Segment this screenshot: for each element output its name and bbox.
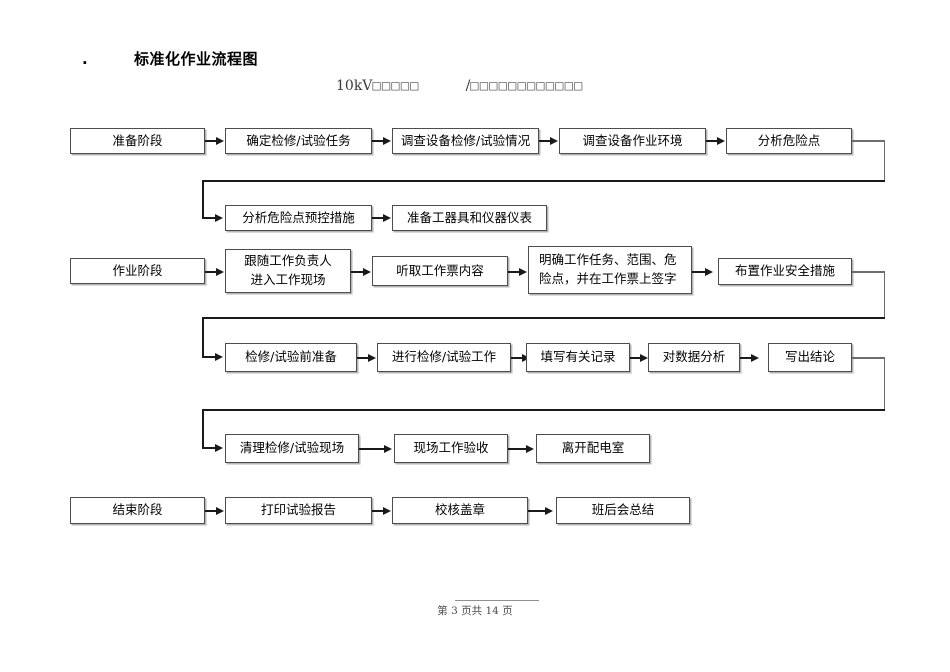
footer-divider [455,600,539,601]
wrap-connector-1-out [852,140,885,142]
flow-node-determine-task[interactable]: 确定检修/试验任务 [225,128,372,154]
wrap-connector-3-back [202,409,885,411]
connector-n6-n7 [372,217,384,219]
arrowhead-n8-n9 [216,267,224,276]
flow-node-analyze-data[interactable]: 对数据分析 [648,343,740,372]
arrowhead-n1-n2 [216,136,224,145]
wrap-connector-2-back [202,317,885,319]
subtitle-boxes-2: □□□□□□□□□□□□ [470,78,584,94]
arrowhead-n16-n17 [751,353,759,362]
flow-node-survey-maintenance-status[interactable]: 调查设备检修/试验情况 [392,128,539,154]
flow-node-stage-closing[interactable]: 结束阶段 [70,497,205,524]
flow-node-perform-maintenance[interactable]: 进行检修/试验工作 [377,343,511,372]
arrowhead-wrap-1 [215,213,223,222]
arrowhead-wrap-3 [215,443,223,452]
arrowhead-n19-n20 [526,444,534,453]
wrap-connector-1-back [202,180,885,182]
connector-n16-n17 [740,357,752,359]
arrowhead-n4-n5 [717,136,725,145]
arrowhead-n3-n4 [550,136,558,145]
flow-node-clean-worksite[interactable]: 清理检修/试验现场 [225,434,359,463]
title-bullet: . [82,50,89,68]
wrap-connector-3-down [883,357,886,410]
wrap-connector-2-down [883,271,886,318]
flow-node-follow-supervisor-to-site[interactable]: 跟随工作负责人 进入工作现场 [225,249,351,293]
arrowhead-n22-n23 [383,506,391,515]
arrowhead-n2-n3 [383,136,391,145]
arrowhead-n10-n11 [519,267,527,276]
wrap-connector-3-in [202,447,216,449]
flow-node-arrange-safety-measures[interactable]: 布置作业安全措施 [718,258,852,285]
arrowhead-n13-n14 [368,353,376,362]
arrowhead-n15-n16 [640,353,648,362]
connector-n15-n16 [630,357,641,359]
arrowhead-n9-n10 [363,267,371,276]
flow-node-hazard-control-measures[interactable]: 分析危险点预控措施 [225,205,372,231]
subtitle-prefix: 10kV [336,78,373,94]
connector-n11-n12 [692,271,706,273]
arrowhead-n18-n19 [384,444,392,453]
flow-node-listen-work-ticket[interactable]: 听取工作票内容 [372,256,508,286]
wrap-connector-3-drop [202,409,204,448]
wrap-connector-3-out [852,357,885,359]
flow-node-pre-maintenance-preparation[interactable]: 检修/试验前准备 [225,343,357,372]
wrap-connector-2-drop [202,317,204,357]
arrowhead-n6-n7 [383,213,391,222]
connector-n22-n23 [372,510,384,512]
connector-n2-n3 [372,140,384,142]
arrowhead-n23-n24 [545,506,553,515]
flow-node-stage-preparation[interactable]: 准备阶段 [70,128,205,154]
wrap-connector-1-in [202,217,216,219]
flow-node-survey-work-environment[interactable]: 调查设备作业环境 [559,128,706,154]
connector-n13-n14 [357,357,369,359]
subtitle-boxes-1: □□□□□ [372,78,420,94]
page-title: . 标准化作业流程图 [82,48,258,69]
connector-n9-n10 [351,271,364,273]
page-footer: 第 3 页共 14 页 [437,605,513,617]
arrowhead-n11-n12 [705,267,713,276]
connector-n18-n19 [359,448,384,450]
arrowhead-n21-n22 [216,506,224,515]
connector-n23-n24 [528,510,546,512]
connector-n19-n20 [508,448,527,450]
title-text: 标准化作业流程图 [134,50,259,68]
connector-n21-n22 [205,510,217,512]
flow-node-fill-records[interactable]: 填写有关记录 [526,343,630,372]
connector-n1-n2 [205,140,217,142]
flow-node-review-and-stamp[interactable]: 校核盖章 [392,497,528,524]
subtitle-separator: / [465,78,471,94]
flow-node-prepare-tools-instruments[interactable]: 准备工器具和仪器仪表 [392,205,547,231]
connector-n10-n11 [508,271,520,273]
flow-node-write-conclusion[interactable]: 写出结论 [768,343,852,372]
flow-node-stage-operation[interactable]: 作业阶段 [70,258,205,284]
flow-node-confirm-scope-and-sign[interactable]: 明确工作任务、范围、危 险点，并在工作票上签字 [528,246,692,294]
flow-node-post-shift-summary[interactable]: 班后会总结 [556,497,690,524]
flow-node-leave-substation[interactable]: 离开配电室 [536,434,650,463]
flow-node-print-test-report[interactable]: 打印试验报告 [225,497,372,524]
wrap-connector-2-out [852,271,885,273]
arrowhead-wrap-2 [215,352,223,361]
wrap-connector-1-drop [202,180,204,218]
connector-n3-n4 [539,140,551,142]
page-subtitle: 10kV□□□□□ /□□□□□□□□□□□□ [336,78,583,94]
connector-n4-n5 [706,140,718,142]
connector-n8-n9 [205,271,217,273]
flow-node-analyze-hazards[interactable]: 分析危险点 [726,128,852,154]
connector-n14-n15 [511,357,523,359]
wrap-connector-1-down [883,140,886,181]
flow-node-site-acceptance[interactable]: 现场工作验收 [394,434,508,463]
wrap-connector-2-in [202,356,216,358]
